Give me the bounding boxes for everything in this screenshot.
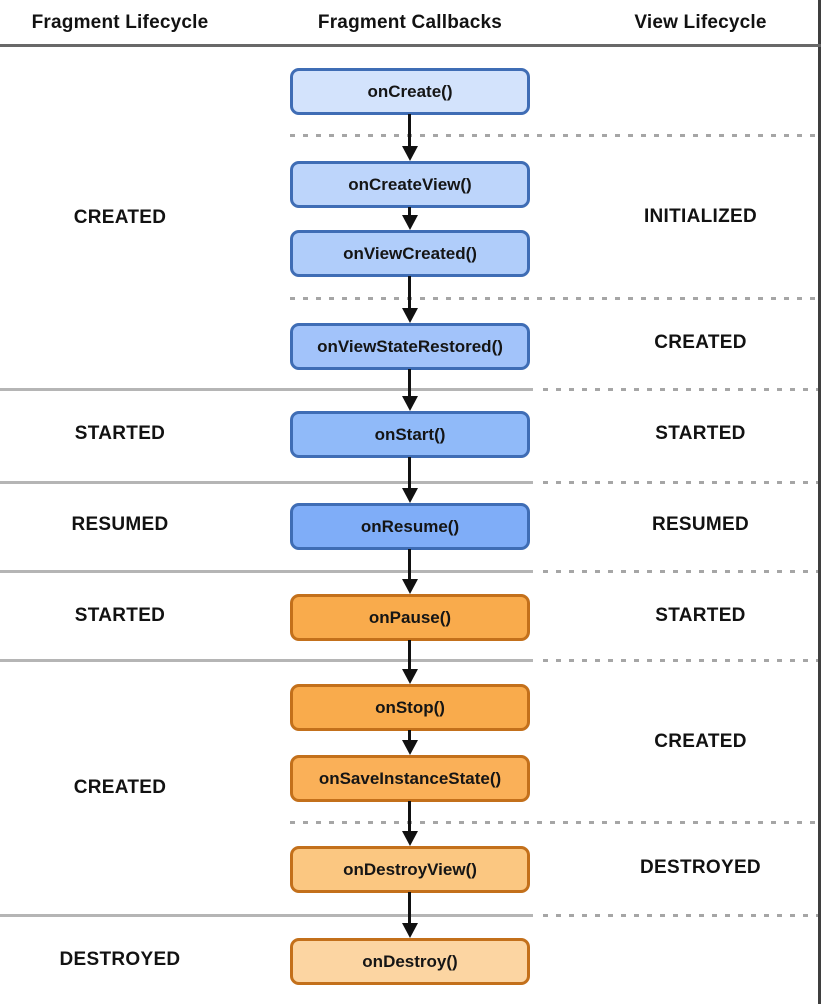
- column-header-view-lifecycle: View Lifecycle: [634, 12, 767, 33]
- column-header-fragment-callbacks: Fragment Callbacks: [317, 12, 503, 33]
- view-section-dashed-line: [543, 481, 818, 484]
- flow-arrow-line: [408, 730, 411, 741]
- view-state-label-started: STARTED: [655, 605, 746, 626]
- callback-box-ondestroy: onDestroy(): [290, 938, 530, 985]
- header-divider-line: [0, 44, 821, 47]
- flow-arrow-line: [408, 892, 411, 924]
- fragment-state-label-resumed: RESUMED: [71, 514, 169, 535]
- view-state-label-destroyed: DESTROYED: [640, 857, 761, 878]
- column-header-fragment-lifecycle: Fragment Lifecycle: [31, 12, 209, 33]
- flow-arrow-head: [402, 396, 418, 411]
- callback-box-onstop: onStop(): [290, 684, 530, 731]
- callback-box-onviewstaterestored: onViewStateRestored(): [290, 323, 530, 370]
- fragment-state-label-started: STARTED: [74, 605, 166, 626]
- fragment-section-solid-line: [0, 914, 533, 917]
- fragment-state-label-started: STARTED: [74, 423, 166, 444]
- view-section-dashed-line: [543, 914, 818, 917]
- callback-box-ondestroyview: onDestroyView(): [290, 846, 530, 893]
- view-transition-dashed-line: [290, 297, 818, 300]
- flow-arrow-head: [402, 146, 418, 161]
- flow-arrow-head: [402, 923, 418, 938]
- fragment-state-label-destroyed: DESTROYED: [59, 949, 181, 970]
- fragment-state-label-created: CREATED: [73, 207, 167, 228]
- callback-box-onresume: onResume(): [290, 503, 530, 550]
- flow-arrow-line: [408, 801, 411, 832]
- view-transition-dashed-line: [290, 134, 818, 137]
- callback-box-onviewcreated: onViewCreated(): [290, 230, 530, 277]
- flow-arrow-head: [402, 669, 418, 684]
- flow-arrow-line: [408, 640, 411, 670]
- fragment-section-solid-line: [0, 388, 533, 391]
- view-state-label-created: CREATED: [654, 332, 747, 353]
- flow-arrow-line: [408, 457, 411, 489]
- fragment-section-solid-line: [0, 659, 533, 662]
- flow-arrow-head: [402, 579, 418, 594]
- flow-arrow-line: [408, 549, 411, 580]
- callback-box-onstart: onStart(): [290, 411, 530, 458]
- callback-box-onsaveinstancestate: onSaveInstanceState(): [290, 755, 530, 802]
- callback-box-oncreate: onCreate(): [290, 68, 530, 115]
- view-transition-dashed-line: [290, 821, 818, 824]
- flow-arrow-line: [408, 114, 411, 147]
- callback-box-onpause: onPause(): [290, 594, 530, 641]
- flow-arrow-head: [402, 488, 418, 503]
- view-state-label-resumed: RESUMED: [651, 514, 750, 535]
- flow-arrow-line: [408, 369, 411, 397]
- fragment-state-label-created: CREATED: [73, 777, 167, 798]
- flow-arrow-line: [408, 276, 411, 309]
- view-state-label-created: CREATED: [654, 731, 747, 752]
- fragment-section-solid-line: [0, 570, 533, 573]
- right-edge-border: [818, 0, 821, 1004]
- view-section-dashed-line: [543, 570, 818, 573]
- view-section-dashed-line: [543, 659, 818, 662]
- view-section-dashed-line: [543, 388, 818, 391]
- flow-arrow-head: [402, 831, 418, 846]
- flow-arrow-head: [402, 308, 418, 323]
- callback-box-oncreateview: onCreateView(): [290, 161, 530, 208]
- flow-arrow-head: [402, 215, 418, 230]
- flow-arrow-head: [402, 740, 418, 755]
- view-state-label-started: STARTED: [655, 423, 746, 444]
- view-state-label-initialized: INITIALIZED: [643, 206, 758, 227]
- fragment-section-solid-line: [0, 481, 533, 484]
- flow-arrow-line: [408, 207, 411, 216]
